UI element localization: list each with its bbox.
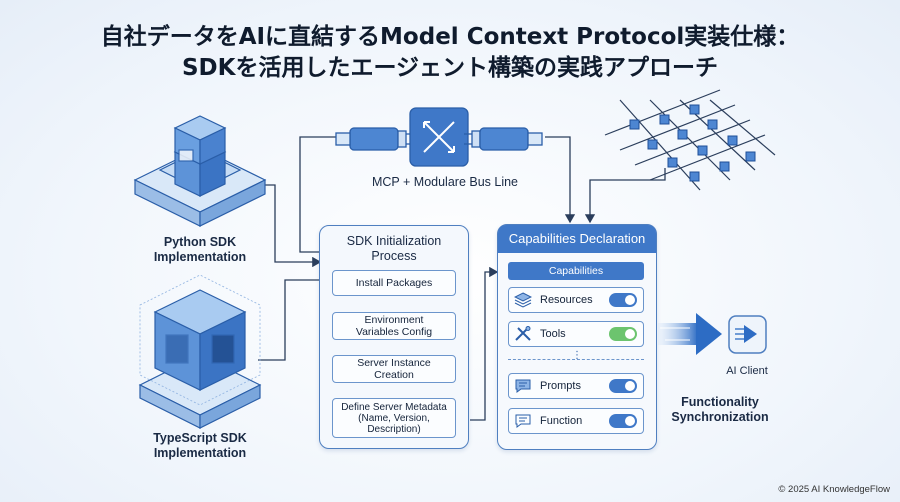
mesh-nodes (629, 104, 756, 182)
layers-icon (514, 292, 532, 308)
capability-function: Function (508, 408, 644, 434)
capability-resources: Resources (508, 287, 644, 313)
page-title: 自社データをAIに直結するModel Context Protocol実装仕様：… (0, 22, 900, 84)
capability-prompts: Prompts (508, 373, 644, 399)
capability-label: Resources (540, 294, 593, 306)
step-label: Server Instance Creation (357, 357, 431, 381)
connector-init-to-cap (470, 266, 499, 421)
python-sdk-label: Python SDK Implementation (153, 235, 247, 264)
prompts-toggle[interactable] (609, 379, 637, 393)
step-install-packages: Install Packages (332, 270, 456, 296)
typescript-sdk-icon (138, 274, 262, 429)
function-toggle[interactable] (609, 414, 637, 428)
ai-client-icon (728, 315, 767, 354)
python-sdk-icon (133, 115, 267, 227)
copyright-footer: © 2025 AI KnowledgeFlow (778, 484, 890, 495)
ai-client-label: AI Client (726, 365, 768, 377)
resources-toggle[interactable] (609, 293, 637, 307)
chat-bubble-icon (515, 379, 531, 393)
title-line-2: SDKを活用したエージェント構築の実践アプローチ (181, 55, 719, 81)
connector-python-to-init (258, 184, 322, 268)
sdk-init-title: SDK Initialization Process (346, 234, 442, 263)
capability-label: Prompts (540, 380, 581, 392)
capabilities-panel: Capabilities Declaration Capabilities Re… (497, 224, 657, 450)
step-server-metadata: Define Server Metadata (Name, Version, D… (332, 398, 456, 438)
ellipsis-icon: ⋮ (572, 350, 582, 361)
step-label: Define Server Metadata (Name, Version, D… (341, 401, 447, 435)
capabilities-title: Capabilities Declaration (498, 225, 656, 253)
wrench-screwdriver-icon (515, 326, 531, 341)
bus-label: MCP + Modulare Bus Line (371, 175, 519, 189)
step-server-instance: Server Instance Creation (332, 355, 456, 383)
message-icon (515, 414, 531, 428)
plug-connector-icon (335, 107, 543, 167)
sync-label: Functionality Synchronization (671, 395, 769, 424)
connector-mesh-to-cap (584, 168, 666, 224)
divider (508, 359, 644, 360)
connector-bus-to-cap (545, 136, 576, 224)
typescript-sdk-label: TypeScript SDK Implementation (153, 431, 247, 460)
capability-tools: Tools (508, 321, 644, 347)
capability-label: Function (540, 415, 583, 427)
step-label: Install Packages (355, 277, 433, 289)
tools-toggle[interactable] (609, 327, 637, 341)
title-line-1: 自社データをAIに直結するModel Context Protocol実装仕様： (100, 24, 800, 50)
flow-arrow (658, 313, 722, 355)
connector-ts-to-init (258, 279, 320, 361)
sdk-init-panel: SDK Initialization Process Install Packa… (319, 225, 469, 449)
capability-label: Tools (540, 328, 566, 340)
connector-bus-to-init (299, 136, 345, 253)
step-env-config: Environment Variables Config (332, 312, 456, 340)
capabilities-bar: Capabilities (508, 262, 644, 280)
step-label: Environment Variables Config (355, 314, 433, 338)
